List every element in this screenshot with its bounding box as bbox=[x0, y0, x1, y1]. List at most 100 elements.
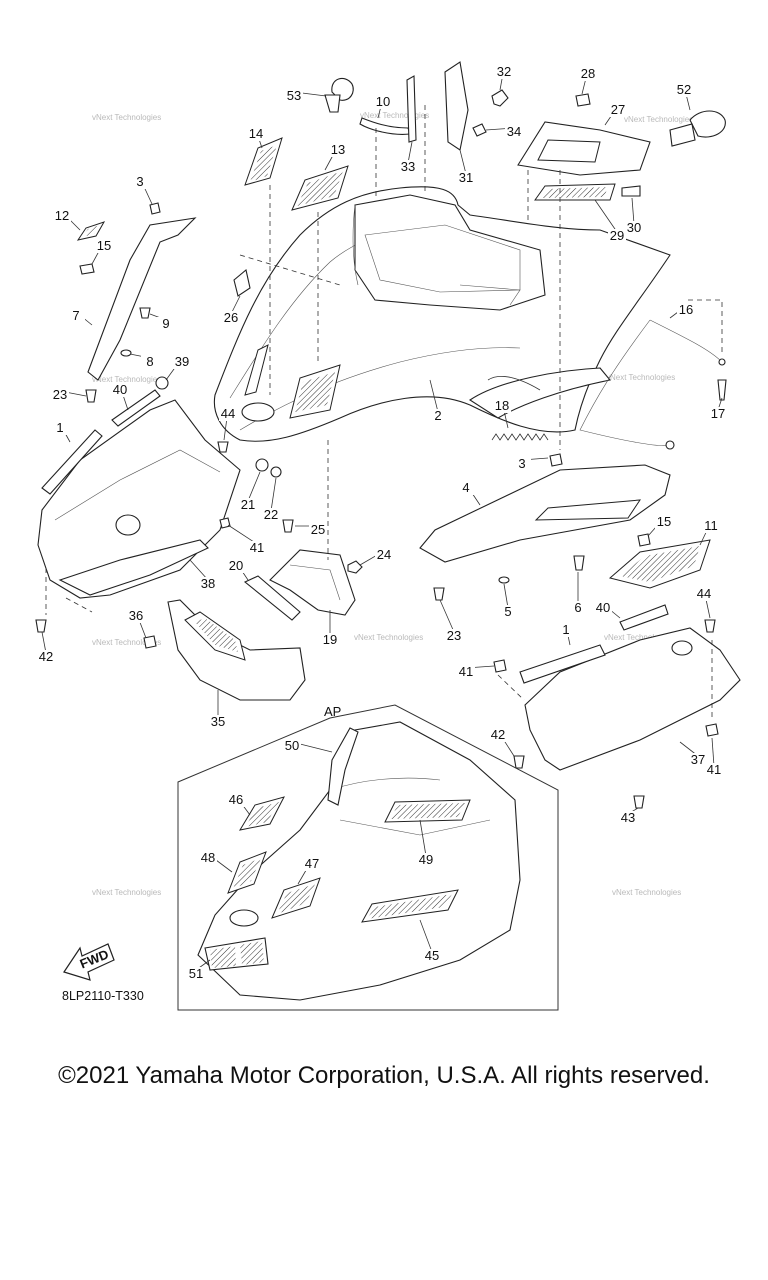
part-label-37: 37 bbox=[691, 752, 705, 767]
leader-line-31 bbox=[459, 149, 467, 175]
part-label-bg bbox=[321, 633, 339, 647]
part-label-bg bbox=[51, 421, 69, 435]
part-label-33: 33 bbox=[401, 159, 415, 174]
part-label-8: 8 bbox=[146, 354, 153, 369]
part-label-bg bbox=[493, 399, 511, 413]
watermark-text: vNext Technologies bbox=[92, 113, 161, 122]
watermark-text: vNext Technologies bbox=[92, 638, 161, 647]
bolt-42-right bbox=[513, 755, 525, 769]
bolt-43 bbox=[633, 795, 645, 809]
part-label-bg bbox=[247, 127, 265, 141]
part-label-bg bbox=[248, 541, 266, 555]
part-label-11: 11 bbox=[704, 518, 718, 533]
watermark-text: vNext Technologies bbox=[604, 633, 673, 642]
part-label-bg bbox=[329, 143, 347, 157]
leader-line-29 bbox=[594, 199, 618, 233]
watermark-text: vNext Technologies bbox=[92, 888, 161, 897]
part-label-32: 32 bbox=[497, 64, 511, 79]
leader-line-38 bbox=[189, 559, 209, 581]
bracket-10 bbox=[359, 117, 411, 135]
part-label-19: 19 bbox=[323, 632, 337, 647]
part-label-22: 22 bbox=[264, 507, 278, 522]
bracket-26 bbox=[233, 268, 251, 297]
part-label-bg bbox=[625, 221, 643, 235]
part-label-bg bbox=[608, 229, 626, 243]
part-label-50: 50 bbox=[285, 738, 299, 753]
part-label-bg bbox=[111, 383, 129, 397]
part-label-bg bbox=[594, 601, 612, 615]
part-label-30: 30 bbox=[627, 220, 641, 235]
strip-33 bbox=[406, 75, 417, 143]
part-label-13: 13 bbox=[331, 142, 345, 157]
part-label-6: 6 bbox=[574, 600, 581, 615]
part-label-31: 31 bbox=[459, 170, 473, 185]
part-label-2: 2 bbox=[434, 408, 441, 423]
clip-41-left bbox=[219, 517, 231, 529]
panel-27 bbox=[517, 121, 651, 176]
part-label-38: 38 bbox=[201, 576, 215, 591]
part-label-3: 3 bbox=[136, 174, 143, 189]
part-label-49: 49 bbox=[419, 852, 433, 867]
part-label-40: 40 bbox=[596, 600, 610, 615]
leader-line-2 bbox=[429, 379, 439, 413]
part-label-bg bbox=[709, 407, 727, 421]
leader-line-33 bbox=[407, 141, 413, 164]
part-label-44: 44 bbox=[221, 406, 235, 421]
part-label-bg bbox=[495, 65, 513, 79]
part-label-41: 41 bbox=[707, 762, 721, 777]
watermark-text: vNext Technologies bbox=[606, 373, 675, 382]
part-label-bg bbox=[51, 388, 69, 402]
part-label-bg bbox=[579, 67, 597, 81]
part-label-bg bbox=[53, 209, 71, 223]
grommet-22 bbox=[270, 466, 282, 478]
handle-52 bbox=[669, 110, 726, 147]
side-strip-40-right bbox=[619, 604, 669, 631]
side-trim-7 bbox=[87, 217, 197, 381]
panel-31 bbox=[444, 61, 469, 151]
part-label-23: 23 bbox=[53, 387, 67, 402]
part-label-53: 53 bbox=[287, 88, 301, 103]
leader-line-42 bbox=[41, 631, 47, 654]
clip-3-right bbox=[549, 453, 563, 467]
part-label-18: 18 bbox=[495, 398, 509, 413]
part-label-21: 21 bbox=[241, 497, 255, 512]
vent-grille-12 bbox=[76, 221, 106, 241]
part-label-bg bbox=[457, 171, 475, 185]
part-label-16: 16 bbox=[679, 302, 693, 317]
part-label-bg bbox=[619, 811, 637, 825]
part-label-5: 5 bbox=[504, 604, 511, 619]
part-label-42: 42 bbox=[39, 649, 53, 664]
part-label-bg bbox=[505, 125, 523, 139]
part-label-17: 17 bbox=[711, 406, 725, 421]
side-strip-1-left bbox=[41, 429, 103, 495]
part-label-24: 24 bbox=[377, 547, 391, 562]
vent-grille-14 bbox=[244, 137, 283, 186]
cable-16 bbox=[579, 319, 726, 450]
grommet-39 bbox=[155, 376, 169, 390]
part-label-15: 15 bbox=[97, 238, 111, 253]
part-label-40: 40 bbox=[113, 382, 127, 397]
watermark-text: vNext Technologies bbox=[624, 115, 693, 124]
part-label-bg bbox=[513, 457, 531, 471]
part-label-bg bbox=[227, 793, 245, 807]
part-label-45: 45 bbox=[425, 948, 439, 963]
copyright-notice: ©2021 Yamaha Motor Corporation, U.S.A. A… bbox=[58, 1062, 710, 1089]
bracket-19 bbox=[269, 549, 356, 616]
part-label-bg bbox=[423, 949, 441, 963]
part-label-23: 23 bbox=[447, 628, 461, 643]
bolt-23-left bbox=[85, 389, 97, 403]
knob-53 bbox=[324, 77, 354, 113]
leader-line-21 bbox=[247, 471, 261, 502]
part-label-34: 34 bbox=[507, 124, 521, 139]
part-label-bg bbox=[262, 508, 280, 522]
watermark-text: vNext Technologies bbox=[360, 111, 429, 120]
washer-5 bbox=[498, 576, 510, 584]
part-label-bg bbox=[429, 409, 447, 423]
bolt-42-left bbox=[35, 619, 47, 633]
part-label-bg bbox=[141, 355, 159, 369]
clip-41-right-top bbox=[493, 659, 507, 673]
part-label-47: 47 bbox=[305, 856, 319, 871]
front-bumper-35 bbox=[167, 599, 306, 701]
part-label-48: 48 bbox=[201, 850, 215, 865]
